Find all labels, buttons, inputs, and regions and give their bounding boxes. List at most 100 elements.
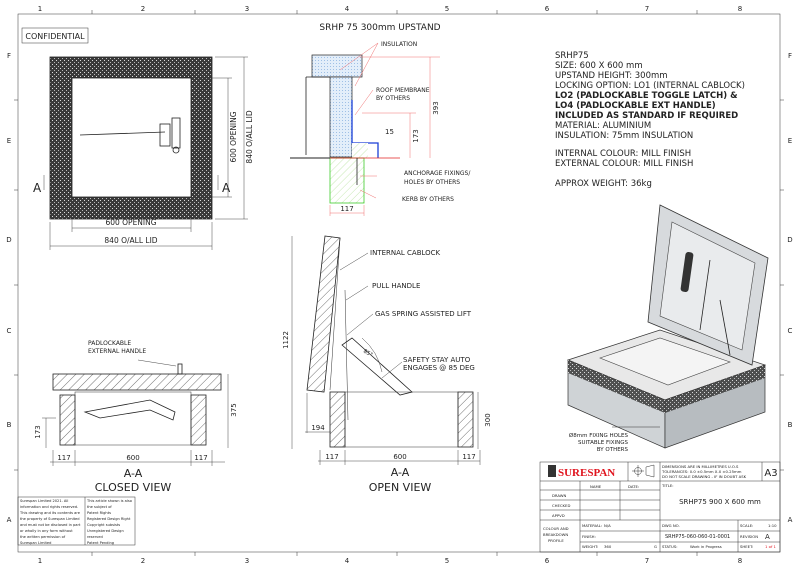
copyright-line: and must not be disclosed in part [20,523,81,527]
material-value: N/A [604,523,611,528]
row-label: F [788,52,792,60]
rights-line: This article shown is also [86,499,132,503]
open-view: INTERNAL CABLOCK PULL HANDLE GAS SPRING … [282,235,492,494]
role-drawn: DRAWN [552,493,567,498]
weight-value: 360 [604,544,612,549]
column-label: 3 [245,5,249,13]
rights-line: Unregistered Design [87,529,124,533]
material-label: MATERIAL: [582,523,602,528]
name-header: NAME [590,484,602,489]
column-label: 7 [645,557,649,565]
label-fixing-holes-3: BY OTHERS [597,447,629,453]
confidential-stamp: CONFIDENTIAL [21,27,89,44]
dim-173: 173 [412,129,420,142]
colour-note: COLOUR AND [543,526,569,531]
rights-line: the subject of [87,505,112,509]
column-label: 1 [38,5,42,13]
column-label: 2 [141,557,145,565]
dim-375: 375 [230,403,238,416]
dim-117-left: 117 [57,454,70,462]
label-gas-spring: GAS SPRING ASSISTED LIFT [375,310,472,318]
scale-value: 1:10 [768,523,777,528]
drawing-title: SRHP75 900 X 600 mm [679,498,761,506]
row-label: A [788,516,793,524]
row-label: D [6,236,11,244]
label-internal-cablock: INTERNAL CABLOCK [370,249,441,257]
section-marker-left: A [33,181,42,195]
row-label: B [7,421,12,429]
dim-lid-vertical: 840 O/ALL LID [245,110,254,163]
dim-15: 15 [385,128,394,136]
column-label: 8 [738,5,742,13]
tolerance-line: DO NOT SCALE DRAWING - IF IN DOUBT ASK [662,474,747,479]
note-material: MATERIAL: ALUMINIUM [555,121,651,131]
rights-line: Patent Pending [87,541,114,545]
closed-view-caption-section: A-A [124,467,143,480]
projection-symbol-icon [632,464,655,478]
label-safety-stay: SAFETY STAY AUTO [403,356,471,364]
column-label: 5 [445,5,449,13]
tolerance-line: TOLERANCES: 0.0 ±0.5mm X.X ±0.25mm [661,469,742,474]
copyright-line: Surespan Limited 2021. All [20,499,68,503]
note-line: LOCKING OPTION: LO1 (INTERNAL CABLOCK) [555,81,745,91]
column-label: 4 [345,557,350,565]
note-bold-line: LO4 (PADLOCKABLE EXT HANDLE) [555,101,716,111]
dim-lid-horizontal: 840 O/ALL LID [104,236,157,245]
sheet-value: 1 of 1 [765,544,776,549]
label-insulation: INSULATION [381,41,417,48]
dim-194: 194 [311,424,325,432]
dim-300: 300 [484,413,492,426]
copyright-line: the property of Surespan Limited [20,517,80,521]
label-safety-stay-2: ENGAGES @ 85 DEG [403,364,475,372]
specification-notes: SRHP75 SIZE: 600 X 600 mm UPSTAND HEIGHT… [555,51,745,189]
status-value: Work in Progress [690,544,722,549]
row-label: C [7,327,12,335]
copyright-line: This drawing and its contents are [19,511,81,515]
section-marker-right: A [222,181,231,195]
column-label: 3 [245,557,249,565]
column-label: 7 [645,5,649,13]
dwg-label: DWG NO. [662,523,680,528]
note-internal-colour: INTERNAL COLOUR: MILL FINISH [555,149,691,159]
copyright-line: or wholly in any form without [20,529,73,533]
note-line: SRHP75 [555,51,589,61]
note-bold-line: INCLUDED AS STANDARD IF REQUIRED [555,111,738,121]
dim-600: 600 [393,453,406,461]
angle-label: 85° [362,349,374,359]
top-view: 600 OPENING 840 O/ALL LID 600 OPENING 84… [33,56,254,250]
dim-173: 173 [34,425,42,438]
row-label: C [788,327,793,335]
row-label: B [788,421,793,429]
copyright-line: Surespan Limited [20,541,51,545]
note-bold-line: LO2 (PADLOCKABLE TOGGLE LATCH) & [555,91,738,101]
rights-line: Patent Rights [87,511,111,515]
label-external-handle: EXTERNAL HANDLE [88,348,146,355]
column-label: 6 [545,557,550,565]
surespan-logo: SURESPAN [548,465,615,479]
label-fixing-holes: Ø8mm FIXING HOLES [569,432,629,439]
rights-line: Registered Design Right [87,517,131,521]
column-label: 1 [38,557,42,565]
open-view-caption-section: A-A [391,466,410,479]
dim-393: 393 [432,101,440,114]
label-kerb: KERB BY OTHERS [402,196,454,203]
closed-view: PADLOCKABLE EXTERNAL HANDLE 173 375 117 … [34,340,238,494]
date-header: DATE: [628,484,639,489]
tolerance-line: DIMENSIONS ARE IN MILLIMETRES U.O.S [662,464,739,469]
finish-label: FINISH: [582,534,596,539]
label-padlockable: PADLOCKABLE [88,340,131,347]
dim-opening-vertical: 600 OPENING [229,111,238,162]
label-anchorage: ANCHORAGE FIXINGS/ [404,170,471,177]
role-checked: CHECKED [552,503,570,508]
note-insulation: INSULATION: 75mm INSULATION [555,131,693,141]
column-label: 5 [445,557,449,565]
paper-size: A3 [764,468,777,479]
colour-note: PROFILE [548,538,564,543]
note-line: SIZE: 600 X 600 mm [555,61,643,71]
dim-opening-horizontal: 600 OPENING [105,218,156,227]
note-line: UPSTAND HEIGHT: 300mm [555,71,668,81]
row-label: F [7,52,11,60]
open-view-caption: OPEN VIEW [369,481,432,494]
role-approved: APPVD [552,513,565,518]
